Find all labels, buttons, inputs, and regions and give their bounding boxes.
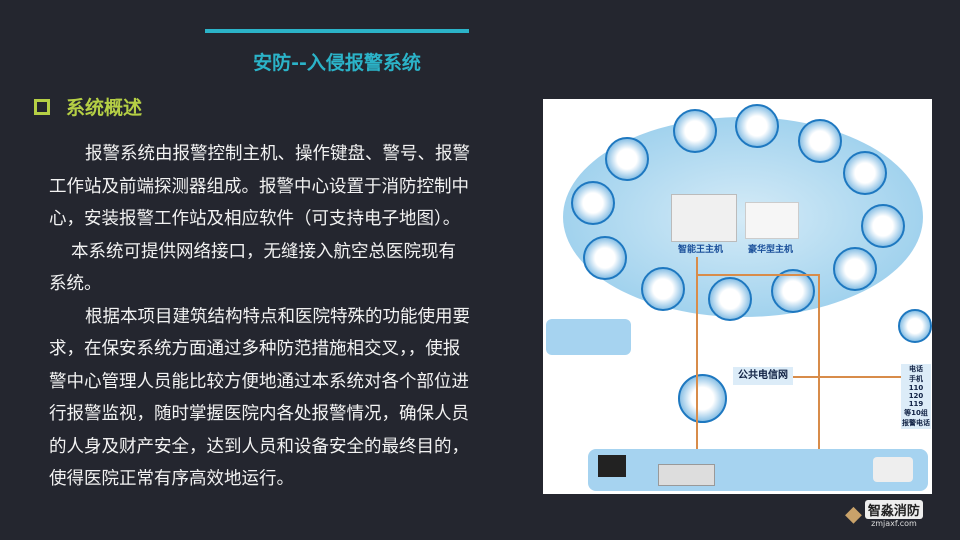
- glass-break-detector-icon: [798, 119, 842, 163]
- door-sensor-icon: [571, 181, 615, 225]
- text-line: 的人身及财产安全，达到人员和设备安全的最终目的，: [49, 436, 469, 457]
- smart-host-device: [671, 194, 737, 242]
- section-heading-text: 系统概述: [66, 97, 143, 119]
- phone-item: 报警电话: [902, 419, 930, 427]
- gas-detector-icon: [771, 269, 815, 313]
- connection-line: [696, 274, 818, 276]
- alarm-phone-list: 电话 手机 110 120 119 等10组 报警电话: [901, 364, 931, 429]
- text-line: 报警系统由报警控制主机、操作键盘、警号、报警: [85, 144, 470, 164]
- phone-item: 120: [908, 392, 924, 400]
- phone-item: 119: [908, 400, 924, 408]
- beam-detector-icon: [861, 204, 905, 248]
- doorbell-icon: [641, 267, 685, 311]
- text-line: 求，在保安系统方面通过多种防范措施相交叉，，使报: [49, 339, 461, 359]
- host-label: 豪华型主机: [748, 245, 794, 255]
- text-line: 系统。: [49, 274, 102, 294]
- title-accent-bar: [205, 29, 469, 33]
- text-line: 心，安装报警工作站及相应软件（可支持电子地图）。: [49, 209, 461, 229]
- curtain-detector-icon: [843, 151, 887, 195]
- ceiling-detector-icon: [605, 137, 649, 181]
- logo-name: 智淼消防: [864, 500, 923, 519]
- smoke-detector-icon: [708, 277, 752, 321]
- monitoring-center-bar: [588, 449, 928, 491]
- section-heading: 系统概述: [34, 93, 142, 120]
- connection-line: [793, 376, 901, 378]
- text-line: 警中心管理人员能比较方便地通过本系统对各个部位进: [49, 371, 469, 392]
- page-title: 安防--入侵报警系统: [253, 52, 421, 74]
- pir-detector-icon: [735, 104, 779, 148]
- receiver-device-icon: [658, 464, 715, 486]
- connection-line: [818, 274, 820, 452]
- text-line: 工作站及前端探测器组成。报警中心设置于消防控制中: [49, 176, 469, 197]
- connection-line: [696, 257, 698, 452]
- alarm-system-diagram: 智能王主机 豪华型主机 公共电信网 电话 手机 110 120 119 等10组…: [543, 99, 932, 494]
- phone-item: 手机: [909, 375, 923, 383]
- host-label: 智能王主机: [678, 245, 724, 255]
- public-network-label: 公共电信网: [733, 367, 793, 385]
- gsm-module-icon: [898, 309, 932, 343]
- text-line: 本系统可提供网络接口，无缝接入航空总医院现有: [71, 241, 456, 262]
- text-line: 根据本项目建筑结构特点和医院特殊的功能使用要: [85, 306, 470, 327]
- checkbox-bullet-icon: [34, 98, 50, 115]
- computer-icon: [598, 455, 626, 477]
- remote-control-icon: [833, 247, 877, 291]
- phone-item: 110: [908, 384, 924, 392]
- panic-button-icon: [583, 236, 627, 280]
- telephone-icon: [873, 457, 913, 482]
- alarm-output-group: [546, 319, 631, 355]
- phone-item: 等10组: [904, 409, 928, 417]
- phone-item: 电话: [909, 365, 923, 373]
- deluxe-host-device: [745, 202, 799, 239]
- appliance-controller-icon: [678, 374, 727, 423]
- logo-url: zmjaxf.com: [871, 519, 917, 528]
- pir-detector-icon: [673, 109, 717, 153]
- overview-text: 报警系统由报警控制主机、操作键盘、警号、报警 工作站及前端探测器组成。报警中心设…: [49, 138, 509, 496]
- logo-diamond-icon: ◆: [845, 501, 862, 527]
- text-line: 行报警监视，随时掌握医院内各处报警情况，确保人员: [49, 404, 469, 424]
- text-line: 使得医院正常有序高效地运行。: [49, 469, 294, 489]
